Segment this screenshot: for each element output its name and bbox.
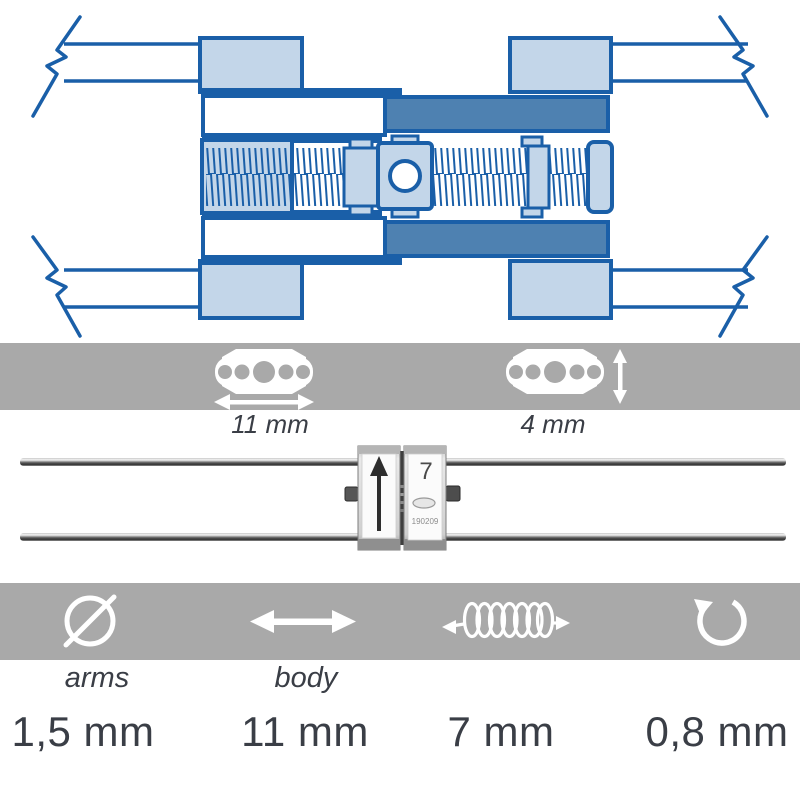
spindle-collar-left — [342, 146, 380, 208]
dimension-band — [0, 343, 800, 410]
arms-value: 1,5 mm — [11, 708, 155, 755]
spindle-collar-right — [526, 144, 551, 210]
wire-arm-top-left — [20, 458, 365, 466]
wire-arm-top-right — [440, 458, 786, 466]
body-length-dimension: 11 mm — [231, 409, 309, 439]
screw-half-left — [357, 445, 401, 551]
break-line-top-right — [718, 15, 769, 118]
guide-sleeve-bottom — [201, 216, 387, 259]
spec-band — [0, 583, 800, 660]
side-bolt-right — [445, 485, 461, 502]
body-height-dimension: 4 mm — [520, 409, 586, 439]
height-arrow-icon — [613, 349, 627, 404]
guide-sleeve-top — [201, 94, 387, 137]
rotation-icon — [694, 599, 747, 646]
spindle-end-cap — [586, 140, 614, 214]
cross-section-diagram — [31, 15, 769, 338]
break-line-bottom-right — [718, 235, 769, 338]
acrylic-plate-top-right — [508, 36, 613, 94]
body-label: body — [274, 662, 338, 694]
spring-icon — [451, 601, 562, 639]
break-line-top-left — [31, 15, 82, 118]
diameter-icon — [63, 594, 117, 648]
key-hole — [388, 159, 422, 193]
wire-arm-bottom-left — [20, 533, 365, 541]
acrylic-plate-bottom-right — [508, 259, 613, 320]
brand-logo-oval — [412, 497, 436, 509]
arms-label: arms — [64, 662, 130, 694]
double-arrow-icon — [250, 610, 356, 633]
wire-arm-bottom-right — [440, 533, 786, 541]
side-bolt-left — [344, 486, 359, 502]
screw-half-right: 7 190209 — [403, 445, 447, 551]
acrylic-plate-bottom-left — [198, 259, 304, 320]
break-line-bottom-left — [31, 235, 82, 338]
expansion-value: 7 mm — [447, 708, 555, 755]
direction-number: 7 — [419, 458, 432, 485]
body-value: 11 mm — [241, 708, 369, 755]
product-photo: 7 190209 — [20, 445, 786, 551]
length-arrow-icon — [214, 394, 314, 410]
up-arrow-icon — [370, 456, 388, 531]
turn-value: 0,8 mm — [645, 708, 789, 755]
spindle-gap — [397, 451, 407, 545]
part-number: 190209 — [412, 517, 439, 526]
screw-spindle — [200, 134, 614, 219]
guide-pin-top — [383, 95, 610, 133]
guide-pin-bottom — [383, 220, 610, 258]
acrylic-plate-top-left — [198, 36, 304, 94]
